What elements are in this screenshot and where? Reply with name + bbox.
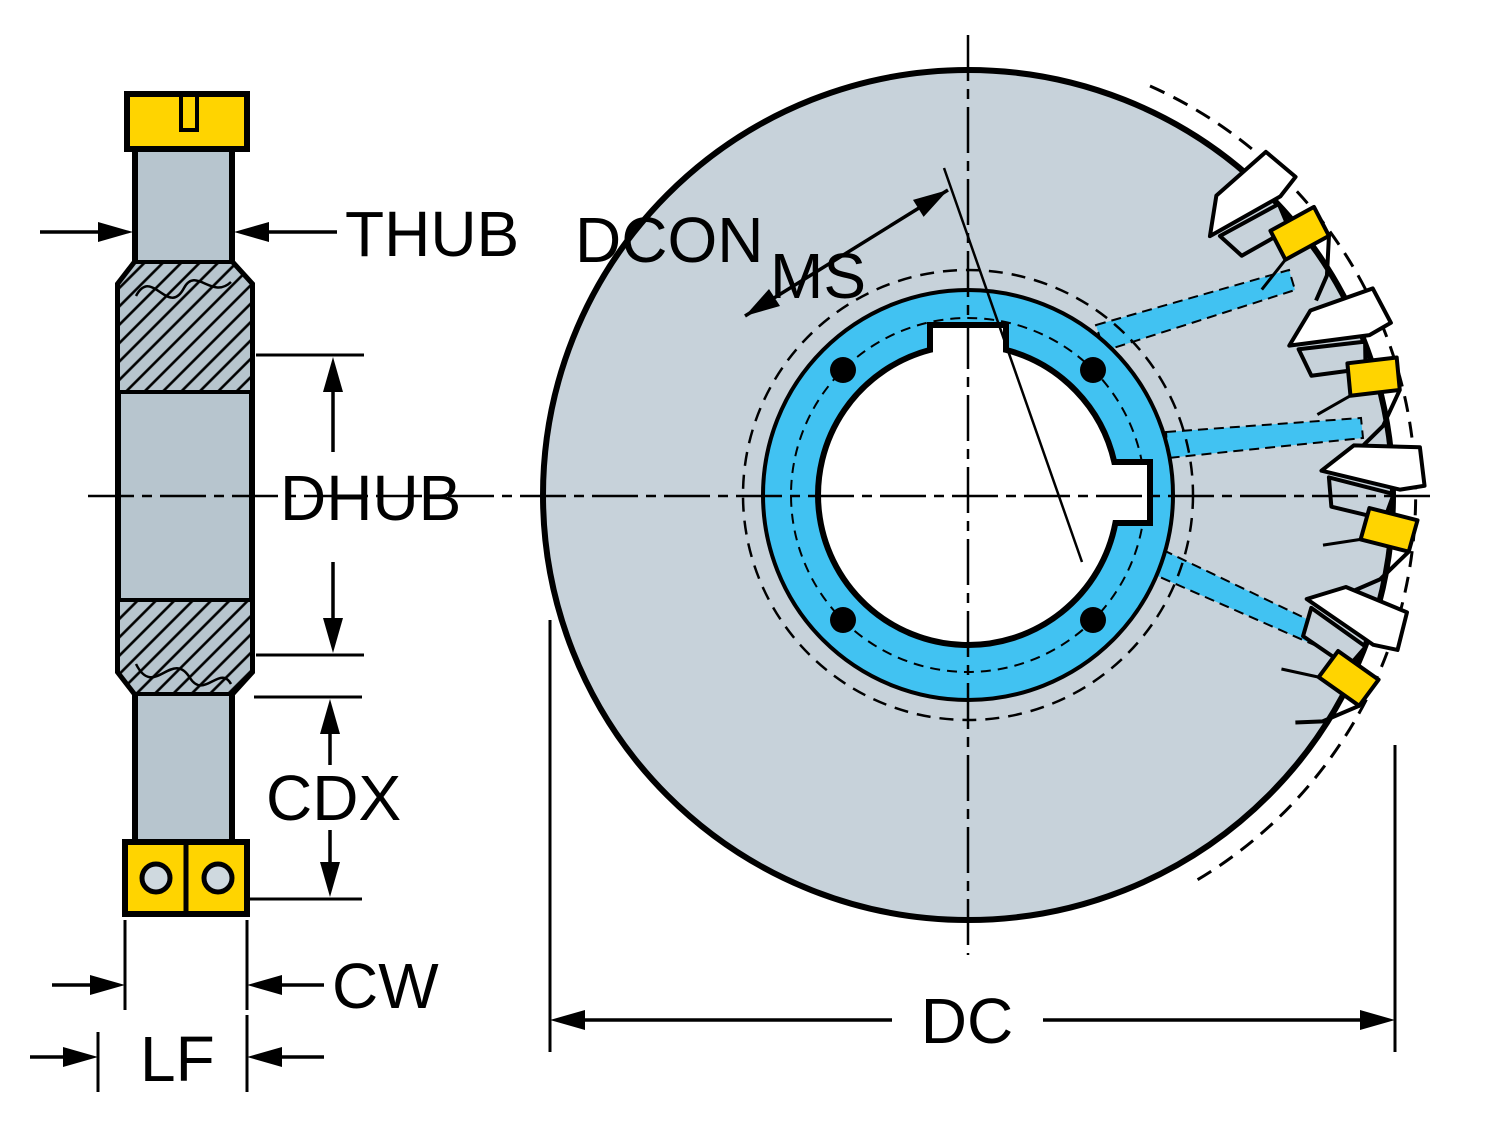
top-insert — [124, 91, 250, 152]
arrowhead — [1360, 1010, 1395, 1030]
arrowhead — [247, 975, 282, 995]
cw-dimension — [52, 920, 324, 1010]
ms-dimension — [744, 188, 949, 318]
arrowhead — [98, 222, 133, 242]
arrowhead — [323, 357, 343, 392]
dc-dimension — [548, 620, 1397, 1052]
thub-dimension — [40, 222, 337, 242]
screw-dot-4 — [1080, 607, 1106, 633]
label-dcon: DCON — [575, 204, 763, 276]
arrowhead — [247, 1047, 282, 1067]
screw-hole-left — [139, 861, 173, 895]
cdx-dimension — [250, 695, 362, 901]
arrowhead — [913, 190, 948, 217]
arrowhead — [320, 862, 340, 897]
hub-hatch-bottom — [116, 598, 254, 696]
label-cw: CW — [332, 950, 439, 1022]
bore-with-keyway — [815, 322, 1153, 648]
centerlines — [88, 35, 1432, 955]
blend-squiggle-top — [134, 279, 232, 299]
label-cdx: CDX — [266, 762, 401, 834]
labels: THUB DCON MS DHUB CDX CW LF DC — [140, 198, 1013, 1095]
dhub-dimension — [256, 353, 364, 657]
screw-hole-right — [201, 861, 235, 895]
arrowhead — [234, 222, 269, 242]
arrowhead — [90, 975, 125, 995]
screw-dot-3 — [830, 607, 856, 633]
arrowhead — [550, 1010, 585, 1030]
arrowhead — [323, 618, 343, 653]
label-thub: THUB — [345, 198, 519, 270]
coolant-channel-1 — [1094, 268, 1297, 353]
label-dc: DC — [921, 985, 1013, 1057]
hub-hatch-top — [116, 260, 254, 394]
blend-squiggle-bottom — [134, 663, 233, 687]
arrowhead — [745, 289, 780, 316]
label-ms: MS — [770, 240, 866, 312]
side-view — [115, 91, 255, 917]
lf-dimension — [30, 1015, 324, 1092]
screw-dot-2 — [1080, 357, 1106, 383]
arrowhead — [63, 1047, 98, 1067]
label-dhub: DHUB — [280, 462, 461, 534]
arrowhead — [320, 699, 340, 734]
dimensions — [30, 222, 1397, 1092]
top-insert-slot — [179, 94, 199, 132]
label-lf: LF — [140, 1023, 215, 1095]
cutting-circle-dashed — [1149, 84, 1418, 885]
screw-dot-1 — [830, 357, 856, 383]
